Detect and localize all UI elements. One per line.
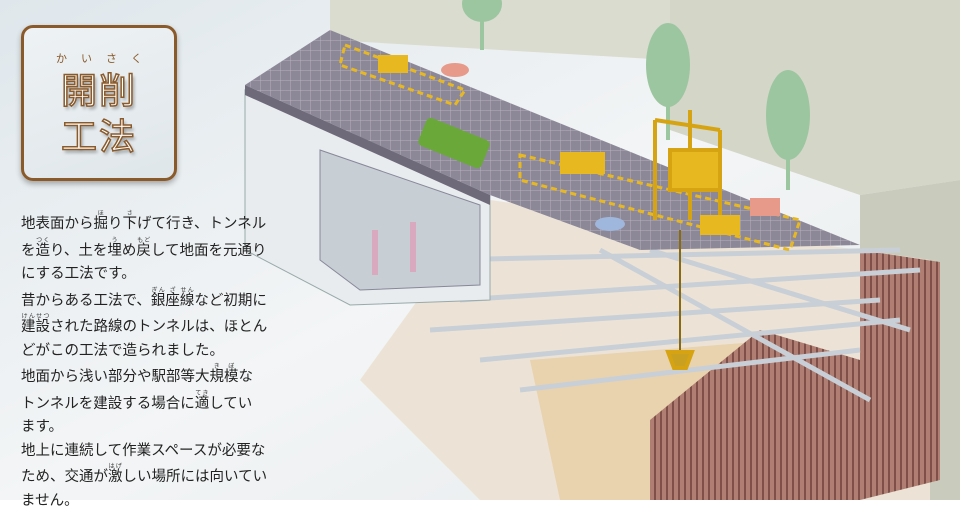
description-line: 地表面から掘ほり下さげて行き、トンネル: [21, 210, 291, 237]
text-segment: り: [108, 216, 123, 232]
description-line: 昔からある工法で、銀ぎん座ざ線せんなど初期に: [21, 287, 291, 314]
description-line: ます。: [21, 416, 291, 440]
text-segment: め: [122, 243, 137, 259]
description-text: 地表面から掘ほり下さげて行き、トンネルを造つくり、土を埋うめ戻もどして地面を元通…: [21, 210, 291, 513]
text-segment: など初期に: [194, 293, 267, 309]
furigana-word: 造つく: [36, 243, 51, 259]
text-segment: しい場所には向いてい: [123, 469, 268, 485]
text-segment: ため、交通が: [21, 469, 108, 485]
text-segment: してい: [209, 396, 252, 412]
text-segment: して地面を元通り: [151, 243, 267, 259]
description-line: 地上に連続して作業スペースが必要な: [21, 440, 291, 464]
text-segment: を: [21, 243, 36, 259]
text-segment: 昔からある工法で、: [21, 293, 151, 309]
text-segment: り、土を: [50, 243, 107, 259]
furigana-word: 下さ: [123, 216, 138, 232]
description-line: トンネルを建設する場合に適てきしてい: [21, 390, 291, 417]
furigana-word: 銀ぎん: [151, 293, 166, 309]
text-segment: 地面から浅い部分や駅部等大: [21, 369, 210, 385]
description-line: ません。: [21, 490, 291, 513]
furigana-word: 戻もど: [136, 243, 151, 259]
text-segment: トンネルを建設する場合に: [21, 396, 195, 412]
text-segment: げて行き、トンネル: [137, 216, 266, 232]
furigana-word: 激はげ: [108, 469, 123, 485]
text-segment: ません。: [21, 493, 79, 509]
description-line: 建けん設せつされた路線のトンネルは、ほとん: [21, 313, 291, 340]
text-segment: ます。: [21, 419, 63, 435]
description-line: どがこの工法で造られました。: [21, 340, 291, 364]
furigana-word: 建けん: [21, 319, 36, 335]
description-line: を造つくり、土を埋うめ戻もどして地面を元通り: [21, 237, 291, 264]
furigana-word: 線せん: [180, 293, 195, 309]
title-line-2: 工法: [24, 108, 174, 160]
furigana-word: 埋う: [107, 243, 122, 259]
text-segment: にする工法です。: [21, 266, 136, 282]
furigana-word: 模ぼ: [224, 369, 239, 385]
text-segment: な: [239, 369, 254, 385]
title-card: かいさく 開削 工法: [21, 25, 177, 181]
furigana-word: 設せつ: [36, 319, 51, 335]
description-line: にする工法です。: [21, 263, 291, 287]
text-segment: 地表面から: [21, 216, 94, 232]
furigana-word: 座ざ: [165, 293, 180, 309]
description-line: 地面から浅い部分や駅部等大規き模ぼな: [21, 363, 291, 390]
furigana-word: 掘ほ: [94, 216, 109, 232]
text-segment: どがこの工法で造られました。: [21, 343, 224, 359]
text-segment: 地上に連続して作業スペースが必要な: [21, 443, 265, 459]
description-line: ため、交通が激はげしい場所には向いてい: [21, 463, 291, 490]
furigana-word: 適てき: [195, 396, 210, 412]
text-segment: された路線のトンネルは、ほとん: [50, 319, 267, 335]
title-line-1: 開削: [24, 62, 174, 114]
furigana-word: 規き: [210, 369, 225, 385]
